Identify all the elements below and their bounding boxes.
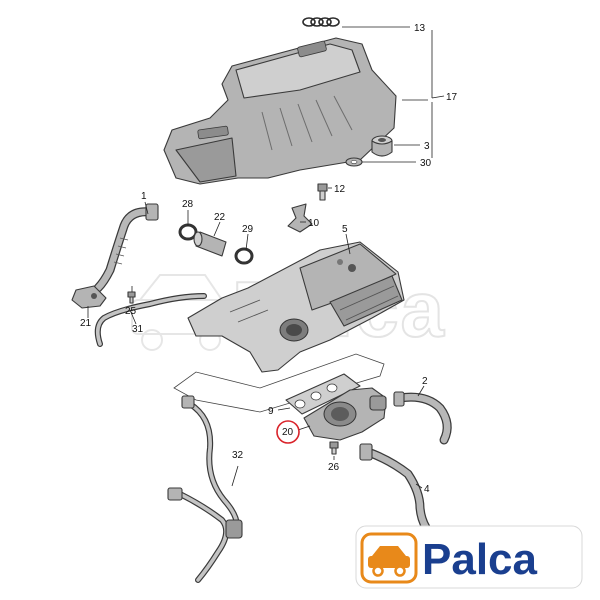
callout-4: 4 [424,484,430,495]
engine-cover [163,37,397,185]
gasket-outline [173,353,385,413]
washer [345,157,363,167]
callout-1: 1 [141,191,147,202]
connector-hose [193,231,227,257]
callout-5: 5 [342,224,348,235]
brand-name: Palca [422,535,538,584]
callout-30: 30 [420,158,432,169]
crankcase-hose [393,391,452,445]
callout-9: 9 [268,406,274,417]
callout-3: 3 [424,141,430,152]
bracket [287,203,313,233]
callout-labels: 13 17 3 30 12 10 1 28 22 29 5 25 21 31 2… [80,23,458,495]
bolt [317,183,328,201]
callout-31: 31 [132,324,144,335]
vent-hose [94,293,207,347]
callout-28: 28 [182,199,194,210]
pcv-valve [71,285,107,309]
callout-22: 22 [214,212,226,223]
screw [127,291,136,304]
callout-26: 26 [328,462,340,473]
palca-logo: Palca [355,525,583,589]
callout-32: 32 [232,450,244,461]
leader-lines [87,26,445,489]
callout-25: 25 [125,306,137,317]
callout-20: 20 [282,427,294,438]
callout-10: 10 [308,218,320,229]
audi-rings-emblem [302,17,340,27]
screw-2 [329,441,339,455]
callout-21: 21 [80,318,92,329]
cylinder-head-cover [187,241,405,373]
car-icon [360,532,418,584]
rubber-mount [371,135,393,157]
callout-12: 12 [334,184,346,195]
long-vent-hose [167,395,243,583]
callout-29: 29 [242,224,254,235]
oil-separator [303,387,387,441]
breather-hose [93,203,159,293]
callout-2: 2 [422,376,428,387]
hose-clamp [178,223,198,241]
highlight-circle [276,420,300,444]
hose-clamp-2 [234,247,254,265]
callout-17: 17 [446,92,458,103]
gasket [285,373,361,415]
callout-13: 13 [414,23,426,34]
